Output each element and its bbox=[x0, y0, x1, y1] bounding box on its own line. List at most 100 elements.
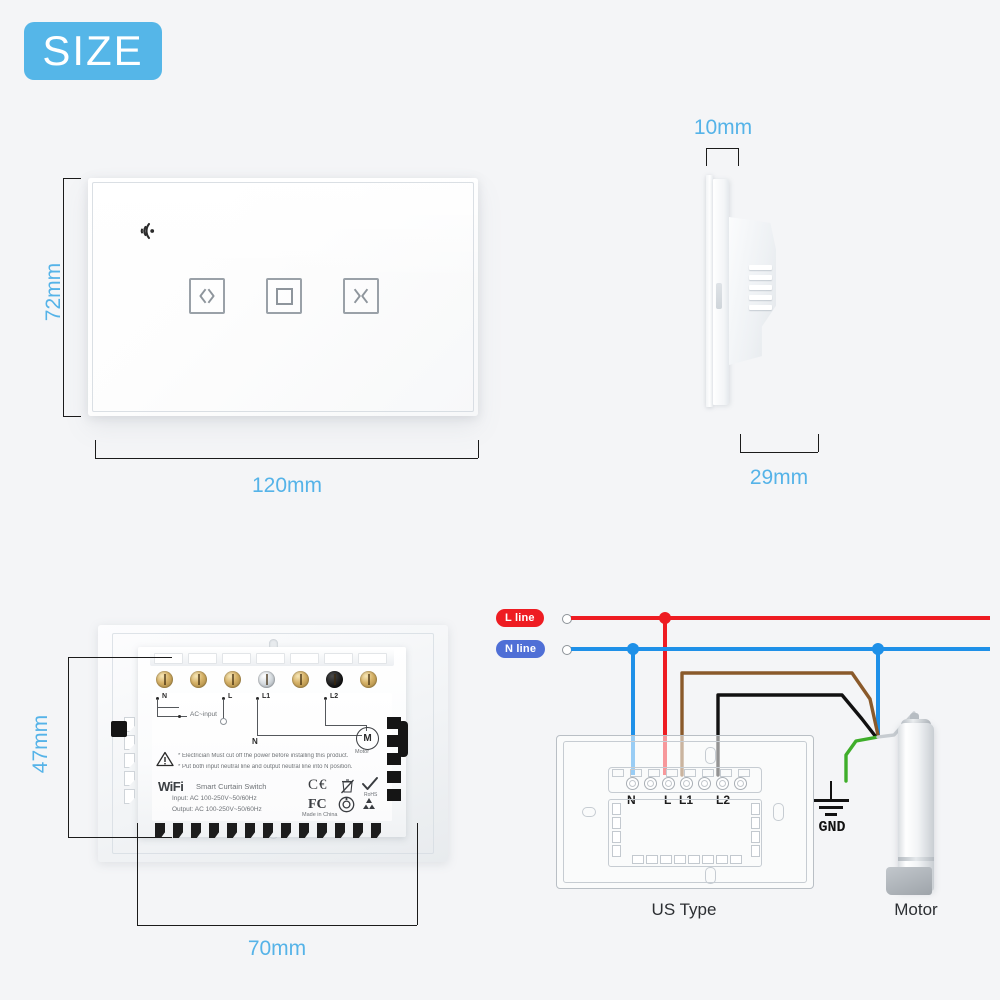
curtain-open-icon bbox=[199, 288, 215, 304]
back-neutral-marking: N bbox=[252, 737, 258, 746]
side-glass-panel bbox=[706, 175, 713, 407]
side-thickness-rule bbox=[706, 148, 738, 149]
switch-right-tab bbox=[773, 803, 784, 821]
terminal-slot-2 bbox=[188, 653, 217, 664]
back-height-label: 47mm bbox=[29, 714, 52, 774]
recycle-icon bbox=[363, 798, 375, 809]
side-slot bbox=[716, 283, 722, 309]
gnd-label: GND bbox=[818, 819, 846, 836]
gnd-bar-2 bbox=[819, 806, 843, 809]
motor-body bbox=[898, 723, 934, 891]
back-origin: Made in China bbox=[302, 812, 338, 818]
motor-top-nub bbox=[910, 713, 919, 721]
back-terminal-label-l2: L2 bbox=[330, 693, 339, 700]
side-profile-product-image bbox=[700, 165, 776, 420]
curtain-close-icon bbox=[353, 288, 369, 304]
left-latch bbox=[111, 721, 127, 737]
back-output-spec: Output: AC 100-250V~50/60Hz bbox=[172, 806, 262, 813]
terminal-screw-3 bbox=[224, 671, 241, 688]
side-vent-3 bbox=[749, 285, 772, 290]
front-panel-product-image bbox=[88, 178, 478, 416]
gnd-stem bbox=[830, 781, 832, 799]
ground-wire bbox=[844, 735, 880, 783]
curtain-stop-icon bbox=[275, 287, 293, 305]
touch-button-close[interactable] bbox=[343, 278, 379, 314]
wifi-signal-icon bbox=[130, 220, 156, 242]
right-clip-3 bbox=[387, 753, 401, 765]
front-width-tick-right bbox=[478, 440, 479, 458]
gnd-bar-3 bbox=[825, 813, 837, 816]
right-clip-5 bbox=[387, 789, 401, 801]
right-clip-1 bbox=[387, 717, 401, 729]
wiring-terminal-label-l2: L2 bbox=[716, 793, 731, 807]
switch-screw-3 bbox=[662, 777, 675, 790]
side-body-housing bbox=[729, 217, 776, 365]
back-width-tick-right bbox=[417, 823, 418, 925]
l-line-badge: L line bbox=[496, 609, 544, 627]
front-height-tick-top bbox=[63, 178, 81, 179]
back-width-label: 70mm bbox=[247, 937, 307, 960]
pcb-outline bbox=[608, 799, 762, 867]
front-width-label: 120mm bbox=[251, 474, 323, 497]
warning-triangle-icon bbox=[156, 751, 174, 767]
brown-wire-l1 bbox=[680, 671, 880, 777]
right-latch bbox=[398, 721, 408, 757]
back-terminal-label-l: L bbox=[228, 693, 233, 700]
size-badge-label: SIZE bbox=[42, 27, 144, 74]
front-width-rule bbox=[95, 458, 478, 459]
side-thickness-tick-left bbox=[706, 148, 707, 166]
switch-screw-5 bbox=[698, 777, 711, 790]
motor-caption: Motor bbox=[894, 900, 938, 919]
back-width-tick-left bbox=[137, 823, 138, 925]
terminal-screw-1 bbox=[156, 671, 173, 688]
wiring-terminal-label-n: N bbox=[627, 793, 636, 807]
switch-screw-2 bbox=[644, 777, 657, 790]
weee-bin-icon bbox=[341, 779, 354, 794]
side-depth-tick-left bbox=[740, 434, 741, 452]
motor-band bbox=[898, 857, 934, 861]
us-switch-inner-outline bbox=[563, 741, 807, 883]
right-clip-4 bbox=[387, 771, 401, 783]
switch-mount-hole-bottom bbox=[705, 867, 716, 884]
fcc-mark-icon: FC bbox=[308, 797, 327, 812]
side-thickness-label: 10mm bbox=[693, 116, 753, 139]
black-wire-l2 bbox=[716, 693, 878, 777]
l-drop-wire bbox=[663, 616, 667, 775]
side-vent-4 bbox=[749, 295, 772, 300]
terminal-slot-1 bbox=[154, 653, 183, 664]
wiring-diagram: L line N line bbox=[490, 595, 1000, 935]
back-warning-line-2: * Put both input neutral line and output… bbox=[178, 764, 353, 770]
switch-screw-4 bbox=[680, 777, 693, 790]
front-height-rule bbox=[63, 178, 64, 416]
back-motor-symbol: M bbox=[356, 727, 379, 750]
terminal-screw-4 bbox=[258, 671, 275, 688]
back-product-title: Smart Curtain Switch bbox=[196, 782, 267, 791]
side-depth-label: 29mm bbox=[749, 466, 809, 489]
side-depth-tick-right bbox=[818, 434, 819, 452]
terminal-slot-6 bbox=[324, 653, 353, 664]
motor-foot bbox=[886, 867, 932, 895]
switch-screw-1 bbox=[626, 777, 639, 790]
weee-circle-icon bbox=[338, 796, 355, 813]
back-height-tick-top bbox=[68, 657, 172, 658]
back-input-spec: Input: AC 100-250V~50/60Hz bbox=[172, 795, 257, 802]
ce-mark-icon: C€ bbox=[308, 777, 328, 793]
n-junction-dot-left bbox=[627, 643, 639, 655]
side-vent-1 bbox=[749, 265, 772, 270]
switch-mount-hole-top bbox=[705, 747, 716, 764]
back-terminal-label-l1: L1 bbox=[262, 693, 271, 700]
back-brand-wifi: WiFi bbox=[158, 779, 184, 794]
back-terminal-label-n: N bbox=[162, 693, 168, 700]
touch-button-stop[interactable] bbox=[266, 278, 302, 314]
back-module-product-image: N L L1 L2 AC~input N M Motor bbox=[98, 625, 448, 875]
back-height-rule bbox=[68, 657, 69, 837]
back-printed-label: N L L1 L2 AC~input N M Motor bbox=[152, 693, 392, 821]
terminal-screw-6 bbox=[326, 671, 343, 688]
terminal-slot-3 bbox=[222, 653, 251, 664]
us-switch-outline bbox=[556, 735, 814, 889]
back-height-tick-bottom bbox=[68, 837, 172, 838]
touch-button-open[interactable] bbox=[189, 278, 225, 314]
terminal-screw-2 bbox=[190, 671, 207, 688]
terminal-slot-7 bbox=[358, 653, 387, 664]
